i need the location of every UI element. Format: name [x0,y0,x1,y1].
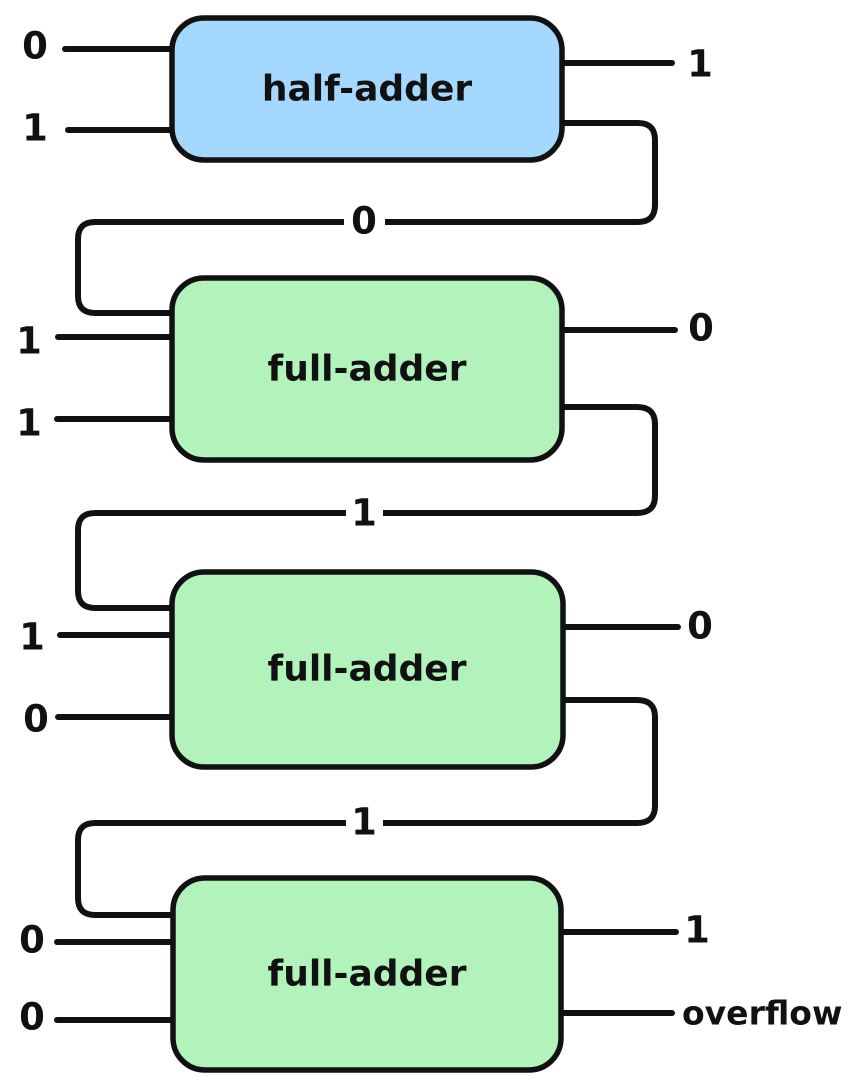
overflow-label: overflow [682,994,842,1033]
sum-bit-stage2: 0 [688,307,714,350]
full-adder-label-3: full-adder [268,954,467,995]
input-bit-stage4-b: 0 [19,996,45,1039]
input-bit-stage4-a: 0 [19,919,45,962]
full-adder-label-2: full-adder [268,649,467,690]
carry-label-gap-2 [346,491,383,534]
carry-bit-stage1: 0 [351,200,377,243]
input-bit-stage1-a: 0 [22,25,48,68]
full-adder-box-2 [169,569,566,770]
input-bit-stage2-a: 1 [16,320,42,363]
input-bit-stage3-b: 0 [23,698,49,741]
sum-bit-stage3: 0 [687,605,713,648]
carry-bit-stage2: 1 [351,492,377,535]
full-adder-box-3 [170,875,564,1073]
carry-bit-stage3: 1 [351,801,377,844]
input-bit-stage1-b: 1 [22,107,48,150]
input-bit-stage2-b: 1 [16,402,42,445]
full-adder-box-1 [169,275,565,463]
carry-label-gap-3 [346,800,383,843]
sum-bit-stage4: 1 [684,909,710,952]
sum-bit-stage1: 1 [687,43,713,86]
half-adder-label: half-adder [262,69,472,110]
input-bit-stage3-a: 1 [19,616,45,659]
carry-label-gap-1 [344,198,385,244]
half-adder-box [169,15,565,163]
full-adder-label-1: full-adder [268,349,467,390]
